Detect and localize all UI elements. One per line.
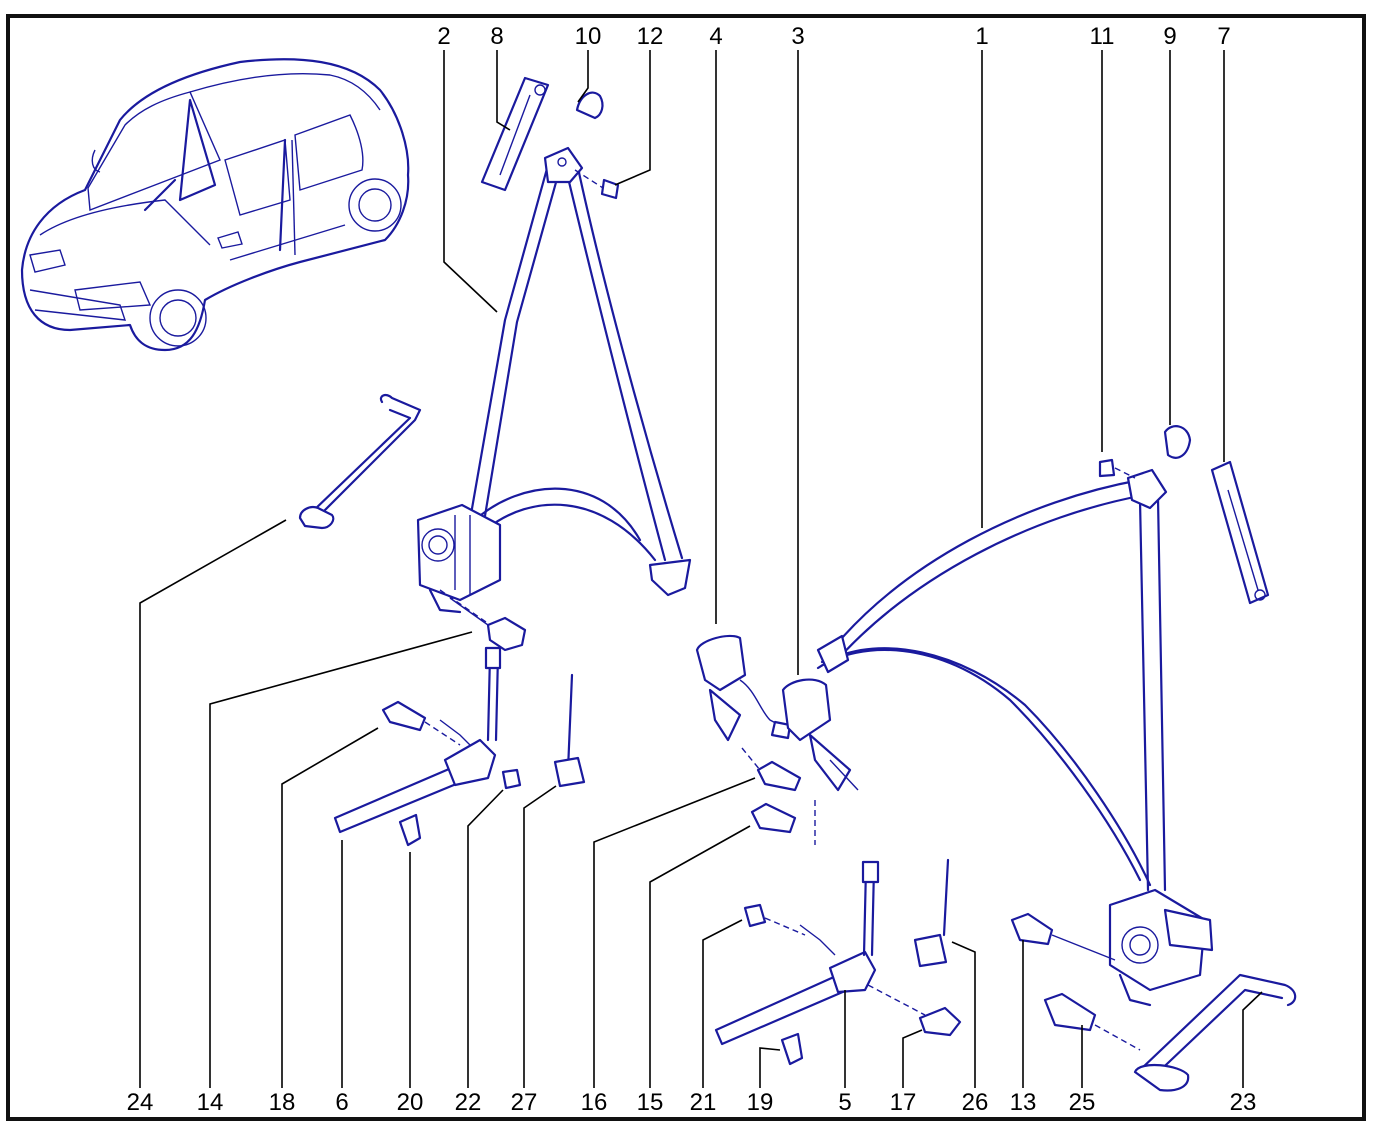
cap-icon [575,91,604,120]
callout-8: 8 [490,23,503,50]
clip-icon [398,813,422,847]
callout-19: 19 [747,1089,774,1116]
callouts-top: 2 8 10 12 4 3 1 11 9 7 [437,23,1230,50]
buckle-icon [781,678,859,792]
buckle-icon [333,646,502,834]
bolt-icon [750,802,797,834]
leader-lines [139,50,1263,1088]
bolt-icon [1043,992,1097,1032]
bolt-icon [439,589,527,652]
callout-21: 21 [690,1089,717,1116]
height-adjuster-icon [480,76,550,192]
callout-1: 1 [975,23,988,50]
guide-rod-icon [1133,973,1297,1092]
bolt-icon [756,760,802,792]
callout-5: 5 [838,1089,851,1116]
callouts-bottom: 24 14 18 6 20 22 27 16 15 21 19 5 17 26 … [127,1089,1257,1116]
callout-9: 9 [1163,23,1176,50]
callout-10: 10 [575,23,602,50]
bolt-icon [918,1006,962,1037]
clip-icon [780,1032,804,1066]
callout-25: 25 [1069,1089,1096,1116]
bolt-icon [1010,912,1054,946]
seat-belt-icon [816,468,1168,892]
buckle-icon [714,860,880,1046]
guide-rod-icon [298,393,422,530]
callout-23: 23 [1230,1089,1257,1116]
callout-22: 22 [455,1089,482,1116]
callout-24: 24 [127,1089,154,1116]
nut-icon [501,768,522,790]
car-icon [20,58,410,352]
callout-17: 17 [890,1089,917,1116]
retractor-icon [416,503,502,614]
callout-16: 16 [581,1089,608,1116]
callout-3: 3 [791,23,804,50]
callout-11: 11 [1090,23,1115,50]
sensor-icon [913,858,950,968]
callout-20: 20 [397,1089,424,1116]
callout-15: 15 [637,1089,664,1116]
sensor-icon [553,673,586,788]
callout-27: 27 [511,1089,538,1116]
callout-7: 7 [1217,23,1230,50]
callout-12: 12 [637,23,664,50]
buckle-icon [695,634,792,742]
nut-icon [743,903,767,928]
callout-4: 4 [709,23,722,50]
seat-belt-icon [468,146,692,597]
bolt-icon [381,700,427,732]
callout-18: 18 [269,1089,296,1116]
callout-6: 6 [335,1089,348,1116]
nut-icon [600,178,620,200]
diagram-frame [6,14,1366,1121]
callout-26: 26 [962,1089,989,1116]
height-adjuster-icon [1210,460,1270,605]
retractor-icon [1108,888,1214,1007]
nut-icon [1098,458,1116,478]
callout-13: 13 [1010,1089,1037,1116]
cap-icon [1163,425,1192,459]
callout-2: 2 [437,23,450,50]
callout-14: 14 [197,1089,224,1116]
